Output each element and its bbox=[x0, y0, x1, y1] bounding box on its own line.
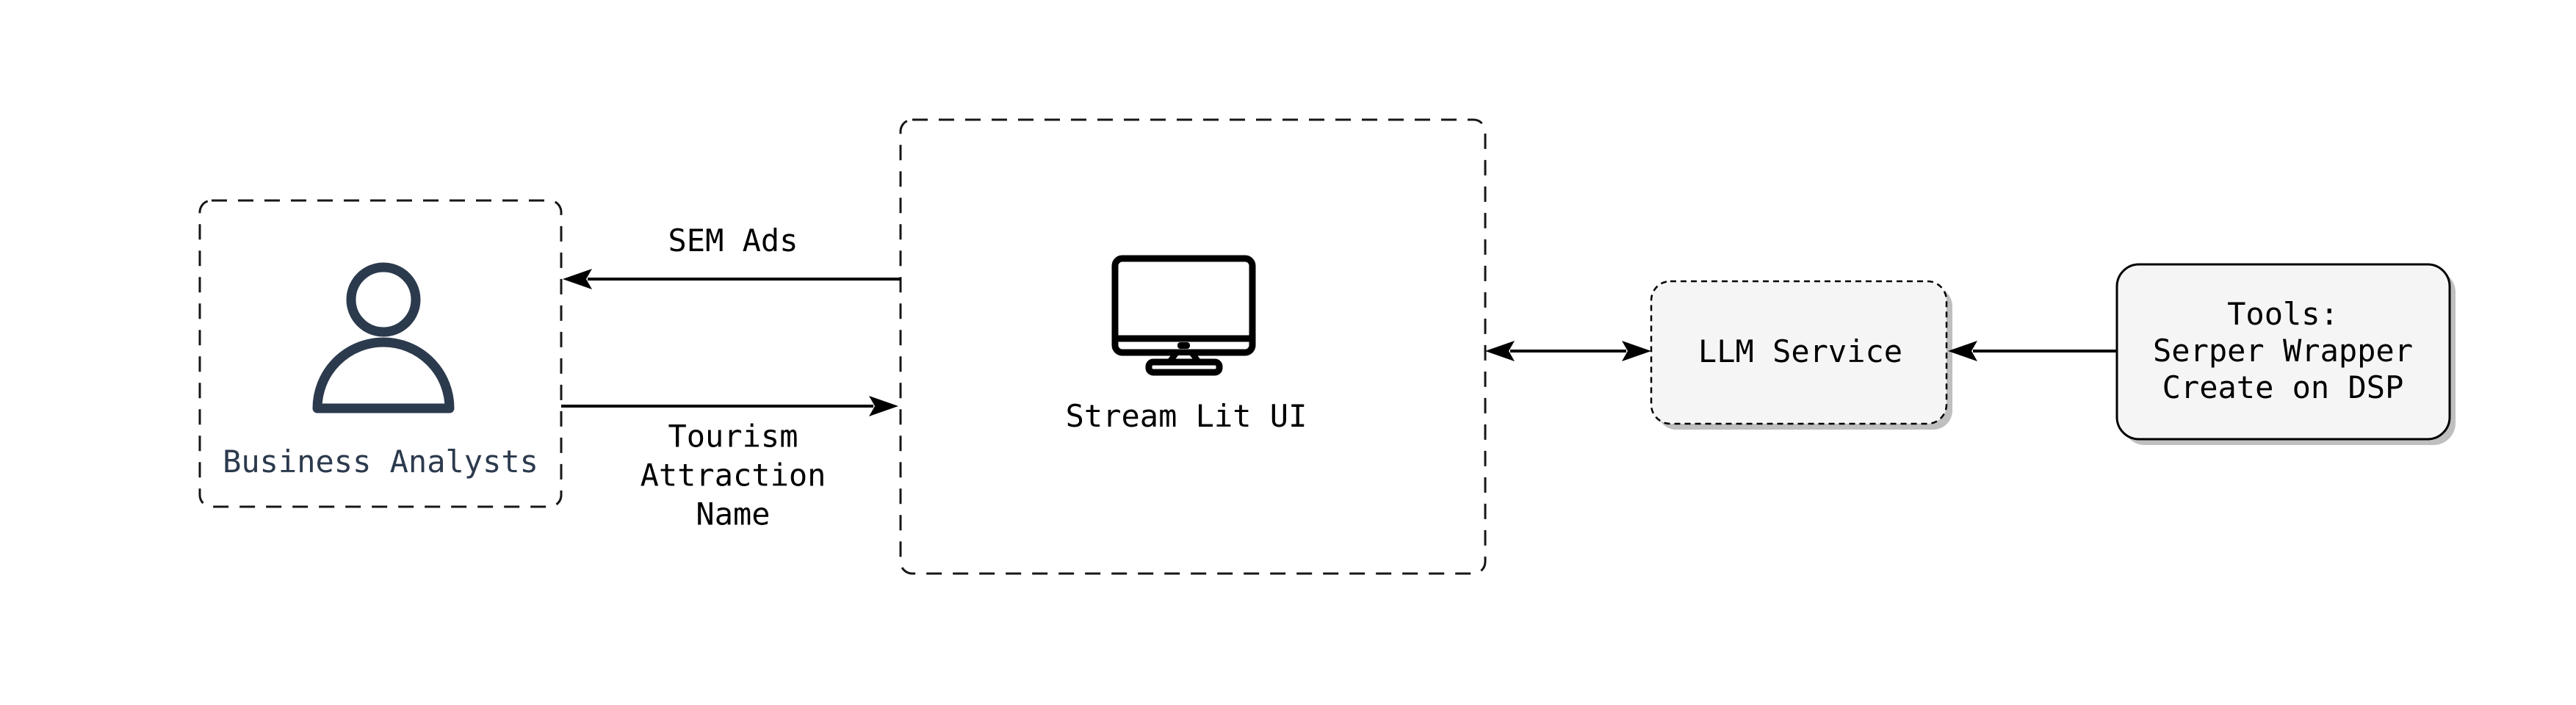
person-icon bbox=[312, 262, 455, 413]
arrowhead-left bbox=[1948, 341, 1977, 361]
person-head bbox=[346, 262, 421, 337]
monitor-icon bbox=[1111, 255, 1256, 376]
streamlit-ui-node bbox=[899, 118, 1487, 575]
llm-service-label: LLM Service bbox=[1698, 333, 1903, 369]
person-body bbox=[312, 337, 455, 413]
tools-node bbox=[2115, 263, 2456, 445]
streamlit-llm-arrow bbox=[1485, 341, 1651, 361]
tools-llm-arrow bbox=[1948, 341, 2117, 361]
business-analysts-box bbox=[198, 199, 563, 508]
arrowhead-left bbox=[1485, 341, 1515, 361]
business-analysts-label: Business Analysts bbox=[223, 443, 538, 480]
monitor-camera-dot bbox=[1177, 342, 1190, 349]
tourism-attraction-edge-label: Tourism Attraction Name bbox=[640, 418, 826, 532]
streamlit-ui-label: Stream Lit UI bbox=[1065, 397, 1307, 434]
arrowhead-left bbox=[563, 269, 592, 289]
llm-service-node bbox=[1650, 280, 1952, 430]
tools-label: Tools: Serper Wrapper Create on DSP bbox=[2152, 296, 2414, 405]
llm-service-box bbox=[1650, 280, 1948, 425]
arrowhead-right bbox=[869, 396, 898, 416]
business-analysts-node bbox=[198, 199, 563, 508]
monitor-base bbox=[1145, 358, 1223, 376]
arrowhead-right bbox=[1622, 341, 1651, 361]
sem-ads-edge-label: SEM Ads bbox=[668, 222, 798, 258]
tourism-arrow bbox=[561, 396, 898, 416]
sem-ads-arrow bbox=[563, 269, 901, 289]
